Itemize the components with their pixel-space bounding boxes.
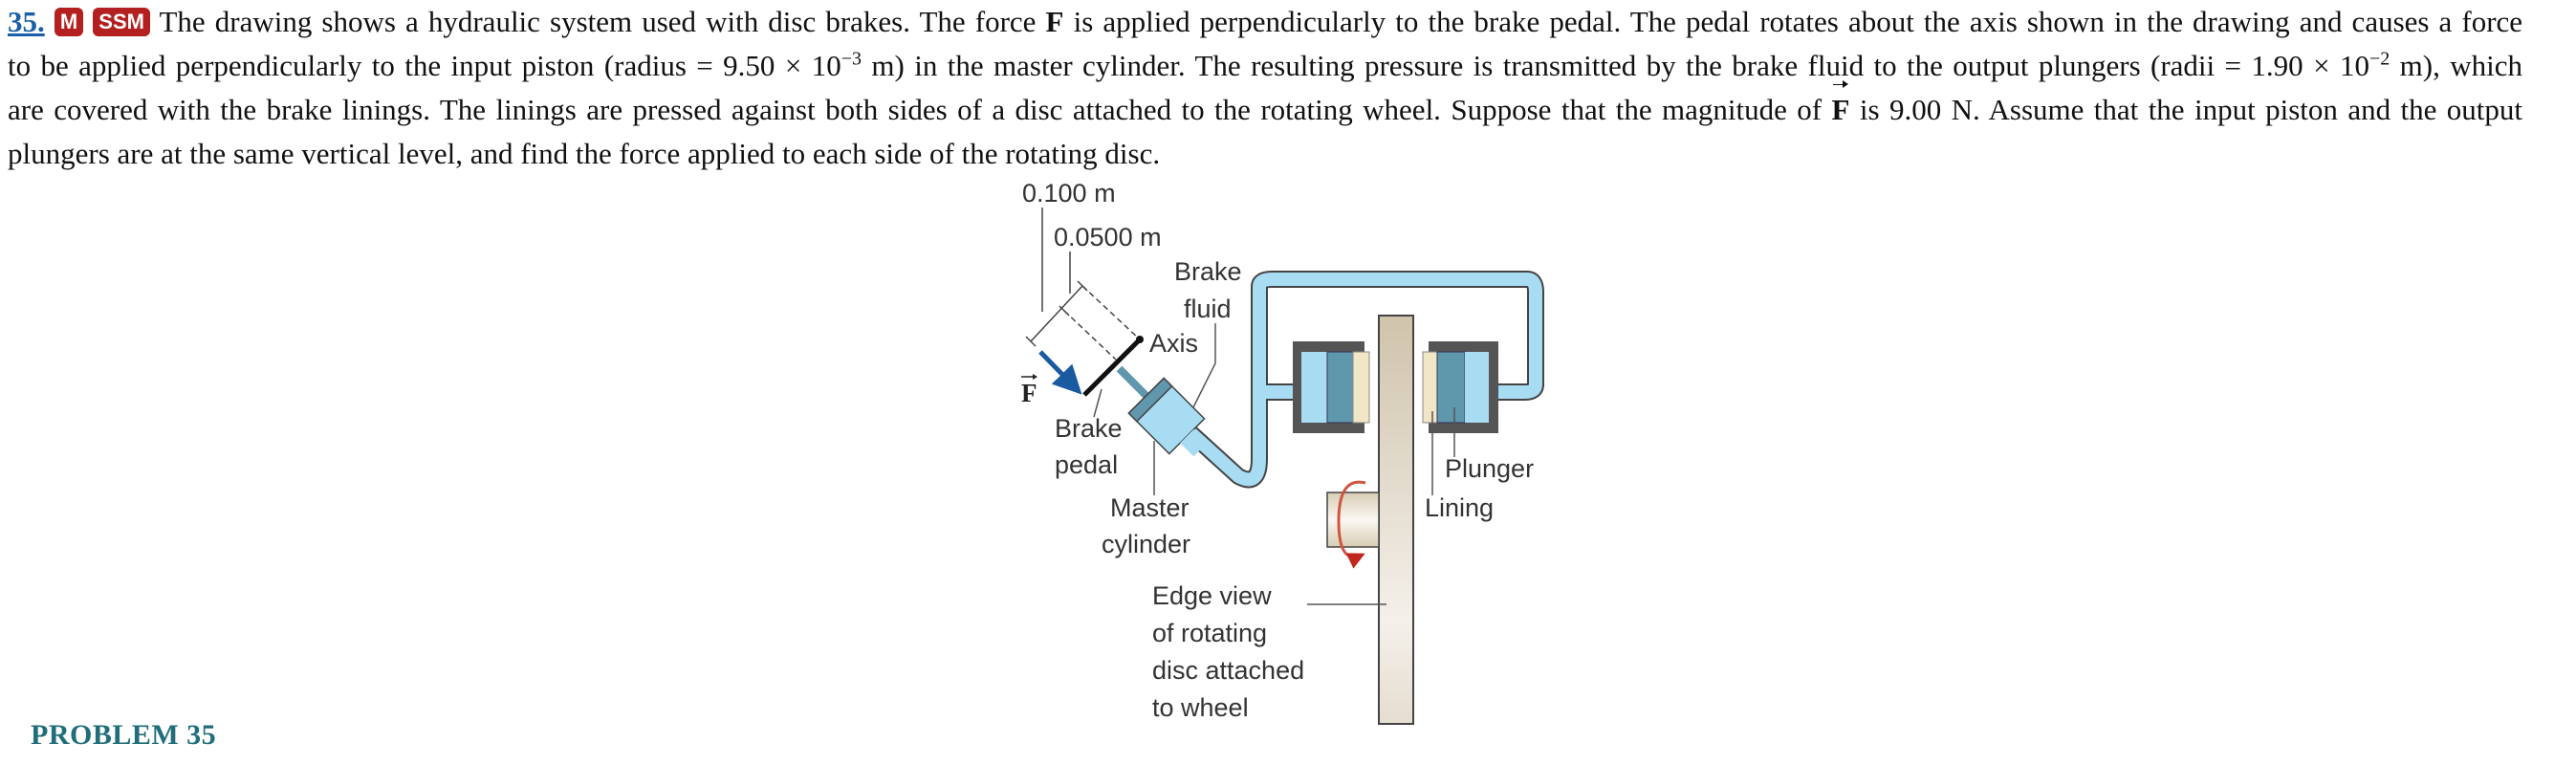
brake-diagram: 0.100 m 0.0500 m F Brake fluid Axis (1021, 179, 1544, 725)
force-arrow (1038, 350, 1082, 395)
text: is applied perpendicularly to the brake … (1073, 5, 2523, 38)
master-cylinder-label: Master (1110, 493, 1190, 522)
problem-line-4: plungers are at the same vertical level,… (8, 132, 2522, 176)
exponent: −3 (840, 48, 862, 70)
problem-line-1: 35. M SSM The drawing shows a hydraulic … (8, 0, 2522, 44)
right-caliper (1422, 341, 1498, 433)
brake-pedal-label: Brake (1055, 414, 1123, 443)
left-caliper (1293, 341, 1370, 433)
brake-pedal (1082, 338, 1142, 397)
leader-lines (1093, 323, 1455, 605)
brake-fluid-label: fluid (1184, 295, 1232, 323)
brake-fluid-label: Brake (1174, 257, 1242, 286)
problem-line-3: are covered with the brake linings. The … (8, 80, 2523, 132)
text: m) in the master cylinder. The resulting… (871, 49, 2369, 82)
force-label: F (1021, 379, 1037, 407)
dimension-short-label: 0.0500 m (1054, 223, 1162, 251)
force-symbol: F (1045, 5, 1064, 38)
exponent: −2 (2369, 48, 2390, 70)
problem-number-link[interactable]: 35. (8, 5, 45, 38)
edge-view-label: Edge view (1152, 581, 1272, 610)
wheel-axle (1326, 492, 1380, 548)
rotation-arrow (1337, 480, 1366, 569)
badge-ssm[interactable]: SSM (93, 8, 150, 36)
problem-text: 35. M SSM The drawing shows a hydraulic … (8, 0, 2522, 176)
text: is 9.00 N. Assume that the input piston … (1859, 93, 2523, 126)
force-vector-arrow-icon (1021, 374, 1037, 380)
dimension-long-label: 0.100 m (1022, 179, 1116, 208)
problem-line-2: to be applied perpendicularly to the inp… (8, 44, 2522, 88)
rotating-disc (1378, 315, 1414, 725)
text: are covered with the brake linings. The … (8, 93, 1823, 126)
edge-view-label: disc attached (1152, 656, 1304, 685)
master-cylinder-label: cylinder (1102, 530, 1190, 558)
text: The drawing shows a hydraulic system use… (159, 5, 1037, 38)
brake-pedal-label: pedal (1055, 450, 1118, 479)
lining-label: Lining (1425, 493, 1494, 522)
edge-view-label: of rotating (1152, 619, 1267, 647)
edge-view-label: to wheel (1152, 693, 1249, 722)
figure-caption: PROBLEM 35 (31, 719, 217, 751)
force-vector: F (1832, 80, 1849, 132)
text: m), which (2399, 49, 2522, 82)
badge-m[interactable]: M (54, 8, 84, 36)
axis-label: Axis (1149, 329, 1198, 358)
text: to be applied perpendicularly to the inp… (8, 49, 841, 82)
axis-pivot (1136, 336, 1144, 343)
plunger-label: Plunger (1445, 454, 1534, 483)
text: plungers are at the same vertical level,… (8, 137, 1161, 170)
dimension-lines (1025, 208, 1141, 361)
